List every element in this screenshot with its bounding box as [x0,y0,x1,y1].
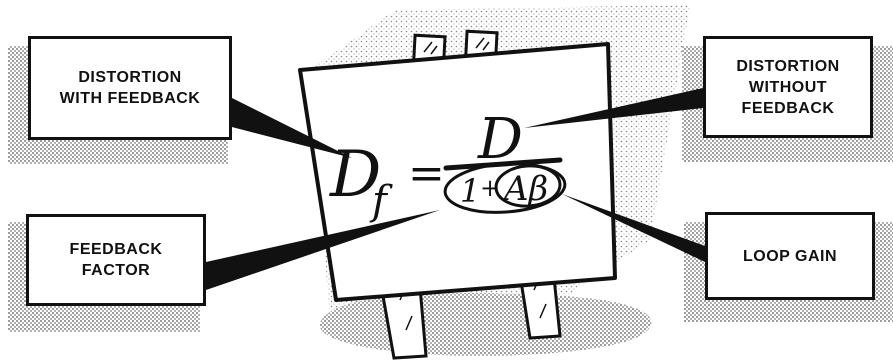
formula: D f = D 1 + Aβ [329,107,567,224]
pointer-loop-gain [562,194,705,262]
callout-loop-gain-line-1: LOOP GAIN [743,247,837,265]
callout-distortion-without-feedback-line-1: DISTORTION [736,57,840,75]
callout-feedback-factor-line-1: FEEDBACK [69,241,163,258]
callout-feedback-factor-line-2: FACTOR [81,262,151,279]
pointer-distortion-without-feedback [524,88,703,128]
callout-distortion-without-feedback-line-2: WITHOUT [748,78,828,96]
feedback-factor-ellipse [443,162,567,214]
pointer-feedback-factor [206,210,440,290]
callout-distortion-with-feedback: DISTORTION WITH FEEDBACK [28,36,232,140]
formula-denominator-loop: Aβ [501,169,548,209]
formula-equals: = [408,148,445,199]
callout-feedback-factor: FEEDBACK FACTOR [26,214,206,306]
easel-board [298,42,617,302]
easel-floor-shadow [319,293,652,356]
callout-distortion-without-feedback: DISTORTION WITHOUT FEEDBACK [703,36,873,138]
pointer-distortion-with-feedback [228,96,352,158]
formula-lhs-letter: D [329,138,381,212]
callout-distortion-with-feedback-line-1: DISTORTION [78,69,182,86]
callout-loop-gain: LOOP GAIN [705,212,875,300]
formula-denominator-plus: + [480,174,500,202]
callout-distortion-without-feedback-line-3: FEEDBACK [741,99,835,117]
formula-denominator-one: 1 [460,172,480,210]
callout-distortion-with-feedback-line-2: WITH FEEDBACK [59,90,201,107]
loop-gain-ellipse [494,164,562,208]
